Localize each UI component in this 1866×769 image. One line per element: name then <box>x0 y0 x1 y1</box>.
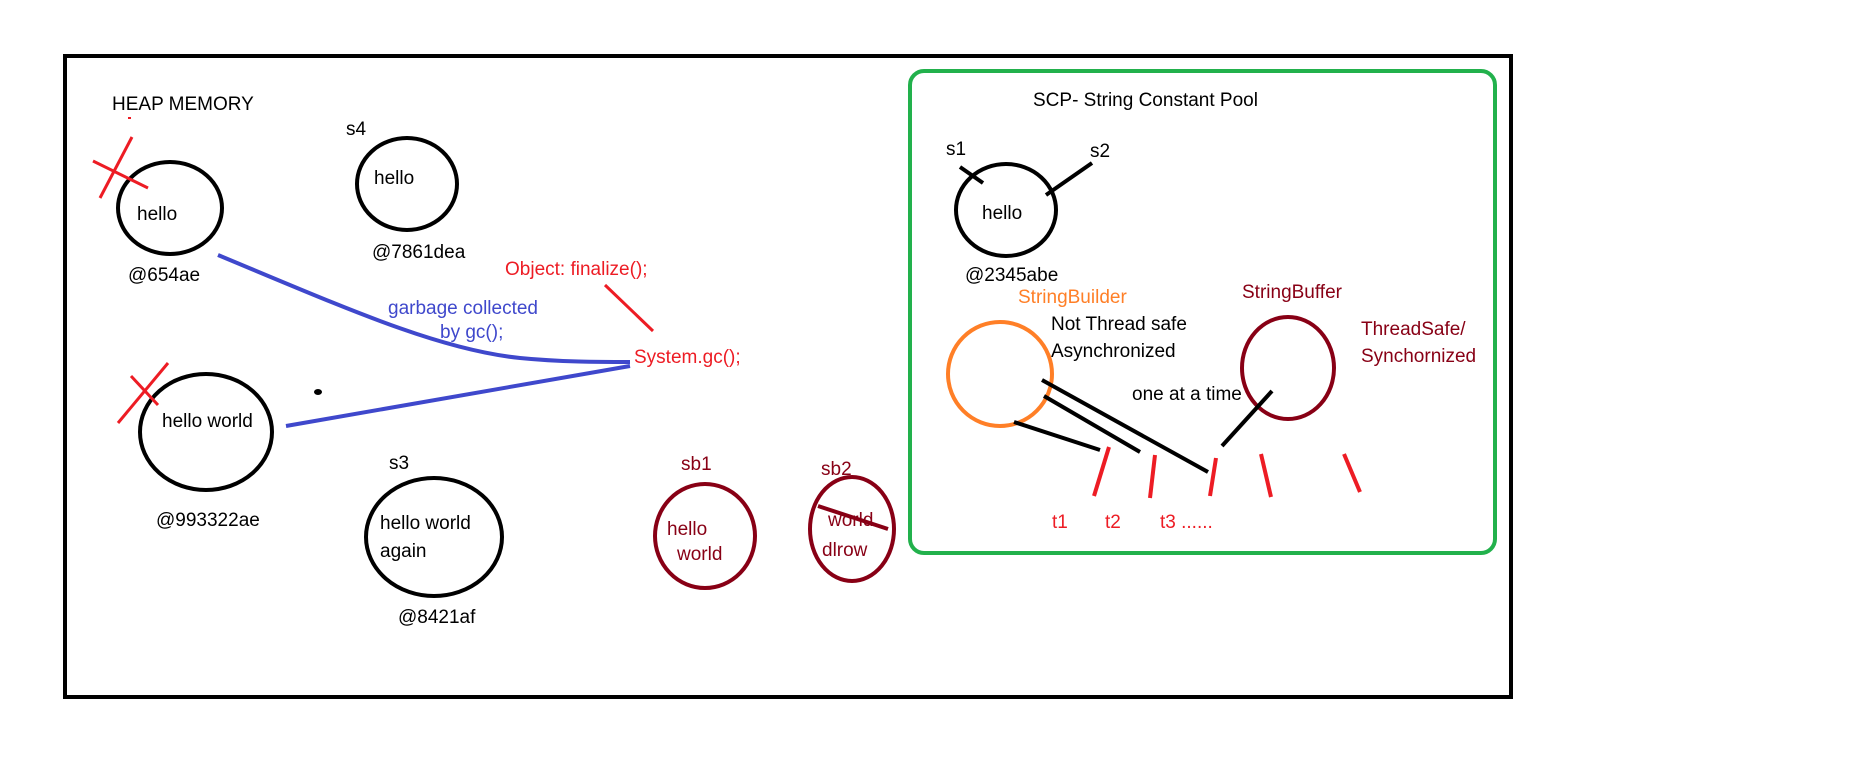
object-circle <box>808 475 896 583</box>
thread-label-t2: t2 <box>1105 512 1121 533</box>
object-address: @7861dea <box>372 242 466 263</box>
heap-stringbuffer-sb1: sb1 hello world <box>653 454 757 590</box>
finalize-label: Object: finalize(); <box>505 259 648 280</box>
stringbuffer-circle <box>1240 315 1336 421</box>
gc-label-line1: garbage collected <box>388 298 538 319</box>
scp-title: SCP- String Constant Pool <box>1033 90 1258 111</box>
object-circle <box>138 372 274 492</box>
object-circle <box>116 160 224 256</box>
heap-memory-frame <box>63 54 1513 699</box>
object-circle <box>954 162 1058 258</box>
ref-connector <box>1044 161 1094 197</box>
stringbuilder-label: StringBuilder <box>1018 287 1127 308</box>
stringbuilder-note-line2: Asynchronized <box>1051 341 1176 362</box>
gc-link-line <box>217 253 631 364</box>
heap-object-hello-654ae: hello @654ae <box>92 136 224 286</box>
stringbuffer-note-line1: ThreadSafe/ <box>1361 319 1466 340</box>
heap-stringbuffer-sb2: sb2 world dlrow <box>808 459 896 583</box>
object-text-line2: again <box>380 541 427 562</box>
cross-mark <box>116 362 170 424</box>
object-text: hello <box>982 203 1022 224</box>
thread-connector <box>1013 420 1101 452</box>
object-text: hello <box>137 204 177 225</box>
thread-label-t1: t1 <box>1052 512 1068 533</box>
object-ref-label: s1 <box>946 139 966 160</box>
thread-mark <box>1208 457 1218 497</box>
scp-frame <box>908 69 1497 555</box>
object-ref-label: sb2 <box>821 459 852 480</box>
strike-mark <box>817 504 889 531</box>
object-text: hello world <box>162 411 253 432</box>
scp-stringbuffer: StringBuffer ThreadSafe/ Synchornized on… <box>1132 282 1476 448</box>
object-ref-label: sb1 <box>681 454 712 475</box>
object-text-line2: dlrow <box>822 540 868 561</box>
system-gc-label: System.gc(); <box>634 347 741 368</box>
scp-object-hello-2345abe: s1 s2 hello @2345abe <box>946 139 1110 286</box>
thread-connector <box>1041 378 1209 474</box>
object-text-line2: world <box>676 544 722 565</box>
stringbuilder-circle <box>946 320 1054 428</box>
object-text-line1: hello world <box>380 513 471 534</box>
thread-connector <box>1220 389 1274 448</box>
thread-marks: t1 t2 t3 ...... <box>1052 446 1362 533</box>
object-ref-label: s2 <box>1090 141 1110 162</box>
object-circle <box>653 482 757 590</box>
stringbuffer-label: StringBuffer <box>1242 282 1343 303</box>
stringbuilder-note-line1: Not Thread safe <box>1051 314 1187 335</box>
gc-link-line <box>285 364 631 428</box>
object-circle <box>355 136 459 232</box>
thread-mark <box>1342 453 1362 493</box>
heap-object-hello-world-again-8421af: s3 hello world again @8421af <box>364 453 504 628</box>
object-ref-label: s3 <box>389 453 409 474</box>
object-address: @2345abe <box>965 265 1058 286</box>
thread-label-t3: t3 ...... <box>1160 512 1213 533</box>
thread-mark <box>1092 446 1111 497</box>
mark-dot <box>314 389 322 395</box>
object-text-line1: world <box>827 510 873 531</box>
object-ref-label: s4 <box>346 119 367 140</box>
cross-mark <box>92 159 149 190</box>
object-text-line1: hello <box>667 519 707 540</box>
heap-object-hello-world-993322ae: hello world @993322ae <box>116 362 274 531</box>
heap-memory-title: HEAP MEMORY <box>112 94 254 115</box>
scp-stringbuilder: StringBuilder Not Thread safe Asynchroni… <box>946 287 1209 474</box>
thread-connector <box>1042 394 1142 454</box>
heap-object-hello-7861dea: s4 hello @7861dea <box>346 119 466 263</box>
stringbuffer-access-note: one at a time <box>1132 384 1242 405</box>
thread-mark <box>1259 453 1273 498</box>
cross-mark <box>129 374 160 407</box>
object-address: @993322ae <box>156 510 260 531</box>
cross-mark <box>98 136 134 199</box>
object-circle <box>364 476 504 598</box>
object-text: hello <box>374 168 414 189</box>
finalize-connector <box>603 283 655 333</box>
stringbuffer-note-line2: Synchornized <box>1361 346 1476 367</box>
object-address: @654ae <box>128 265 200 286</box>
object-address: @8421af <box>398 607 476 628</box>
thread-mark <box>1148 454 1157 499</box>
gc-label-line2: by gc(); <box>440 322 503 343</box>
